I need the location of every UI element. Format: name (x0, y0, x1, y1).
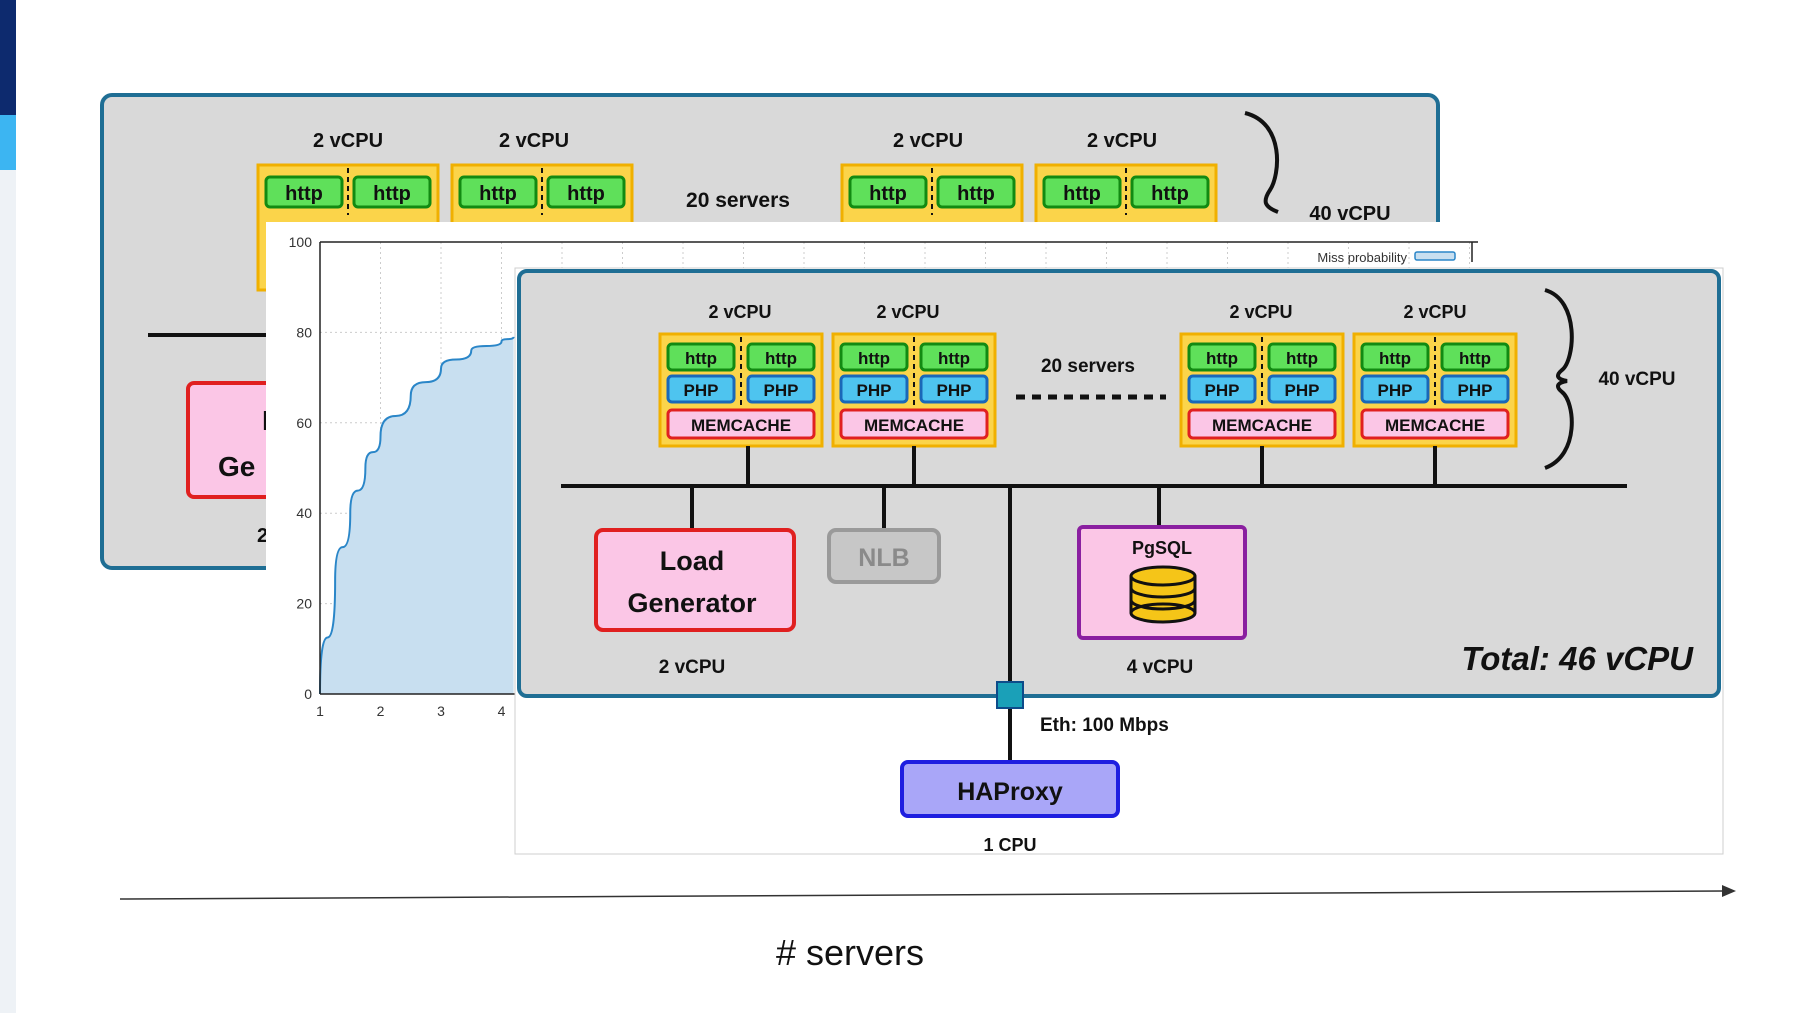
chart-area-fill (320, 336, 514, 694)
ethernet-port-icon (996, 681, 1024, 709)
chart-x-tick-label: 4 (498, 703, 506, 719)
front-haproxy-label: HAProxy (957, 778, 1063, 806)
chart-legend-label: Miss probability (1317, 250, 1407, 265)
back-http-label: http (869, 183, 907, 205)
front-pgsql-label: PgSQL (1132, 538, 1192, 558)
back-cpu-fragment: 2 (257, 525, 268, 547)
back-vcpu-label-3: 2 vCPU (893, 130, 963, 152)
front-memcache-label: MEMCACHE (691, 416, 791, 435)
back-total-servers-vcpu: 40 vCPU (1309, 203, 1390, 225)
front-pgsql-cpu: 4 vCPU (1127, 657, 1194, 678)
front-servers-label: 20 servers (1041, 356, 1135, 377)
front-http-label: http (1286, 349, 1318, 368)
front-load-generator-cpu: 2 vCPU (659, 657, 726, 678)
chart-y-tick-label: 20 (296, 596, 312, 612)
chart-y-ticks: 0 20 40 60 80 100 (289, 234, 313, 702)
front-nlb-label: NLB (858, 544, 909, 572)
front-vcpu-label-3: 2 vCPU (1229, 302, 1292, 322)
front-load-generator-box (594, 528, 796, 632)
front-server-box-2: http http PHP PHP MEMCACHE (831, 332, 997, 448)
front-vcpu-label-4: 2 vCPU (1403, 302, 1466, 322)
front-haproxy-cpu: 1 CPU (983, 835, 1036, 855)
front-server-box-4: http http PHP PHP MEMCACHE (1352, 332, 1518, 448)
front-nlb-box (827, 528, 941, 584)
chart-y-tick-label: 100 (289, 234, 313, 250)
front-memcache-label: MEMCACHE (1212, 416, 1312, 435)
front-memcache-label: MEMCACHE (1385, 416, 1485, 435)
front-php-label: PHP (857, 381, 892, 400)
back-brace (1244, 111, 1280, 214)
front-brace (1544, 288, 1574, 470)
servers-axis-line (119, 890, 1725, 900)
back-load-gen-fragment-2: Ge (218, 451, 255, 482)
front-php-label: PHP (1285, 381, 1320, 400)
chart-x-tick-label: 1 (316, 703, 324, 719)
front-http-label: http (765, 349, 797, 368)
back-http-label: http (957, 183, 995, 205)
arrow-right-icon (1722, 885, 1736, 897)
chart-legend-swatch (1414, 251, 1456, 261)
front-http-label: http (1459, 349, 1491, 368)
front-php-label: PHP (1378, 381, 1413, 400)
front-http-label: http (938, 349, 970, 368)
back-http-label: http (285, 183, 323, 205)
chart-x-tick-label: 2 (377, 703, 385, 719)
front-php-label: PHP (937, 381, 972, 400)
front-vcpu-label-2: 2 vCPU (876, 302, 939, 322)
back-vcpu-label-2: 2 vCPU (499, 130, 569, 152)
back-http-label: http (1063, 183, 1101, 205)
front-http-label: http (1379, 349, 1411, 368)
chart-y-tick-label: 80 (296, 324, 312, 340)
back-http-label: http (373, 183, 411, 205)
back-http-label: http (1151, 183, 1189, 205)
chart-y-tick-label: 40 (296, 505, 312, 521)
front-php-label: PHP (764, 381, 799, 400)
front-load-generator-line-2: Generator (627, 588, 757, 618)
front-php-label: PHP (1458, 381, 1493, 400)
front-php-label: PHP (684, 381, 719, 400)
front-php-label: PHP (1205, 381, 1240, 400)
servers-axis-label: # servers (776, 932, 924, 973)
back-vcpu-label-4: 2 vCPU (1087, 130, 1157, 152)
chart-y-tick-label: 0 (304, 686, 312, 702)
front-server-box-1: http http PHP PHP MEMCACHE (658, 332, 824, 448)
servers-axis: # servers (119, 885, 1736, 973)
chart-legend: Miss probability (1317, 242, 1473, 265)
front-eth-label: Eth: 100 Mbps (1040, 715, 1169, 736)
front-memcache-label: MEMCACHE (864, 416, 964, 435)
chart-x-ticks: 1 2 3 4 (316, 703, 506, 719)
back-servers-label: 20 servers (686, 189, 790, 212)
front-total-vcpu: Total: 46 vCPU (1461, 640, 1694, 677)
front-load-generator-line-1: Load (660, 546, 725, 576)
back-http-label: http (567, 183, 605, 205)
chart-y-tick-label: 60 (296, 415, 312, 431)
front-vcpu-label-1: 2 vCPU (708, 302, 771, 322)
chart-x-tick-label: 3 (437, 703, 445, 719)
front-http-label: http (1206, 349, 1238, 368)
chart-series-line (319, 336, 515, 695)
back-vcpu-label-1: 2 vCPU (313, 130, 383, 152)
front-http-label: http (685, 349, 717, 368)
front-haproxy-box (900, 760, 1120, 818)
front-total-servers-vcpu: 40 vCPU (1598, 369, 1675, 390)
back-http-label: http (479, 183, 517, 205)
front-server-box-3: http http PHP PHP MEMCACHE (1179, 332, 1345, 448)
front-diagram: 2 vCPU 2 vCPU 2 vCPU 2 vCPU http http PH… (514, 267, 1724, 855)
left-accent-bar (0, 0, 16, 1013)
front-http-label: http (858, 349, 890, 368)
database-icon (1129, 565, 1197, 624)
